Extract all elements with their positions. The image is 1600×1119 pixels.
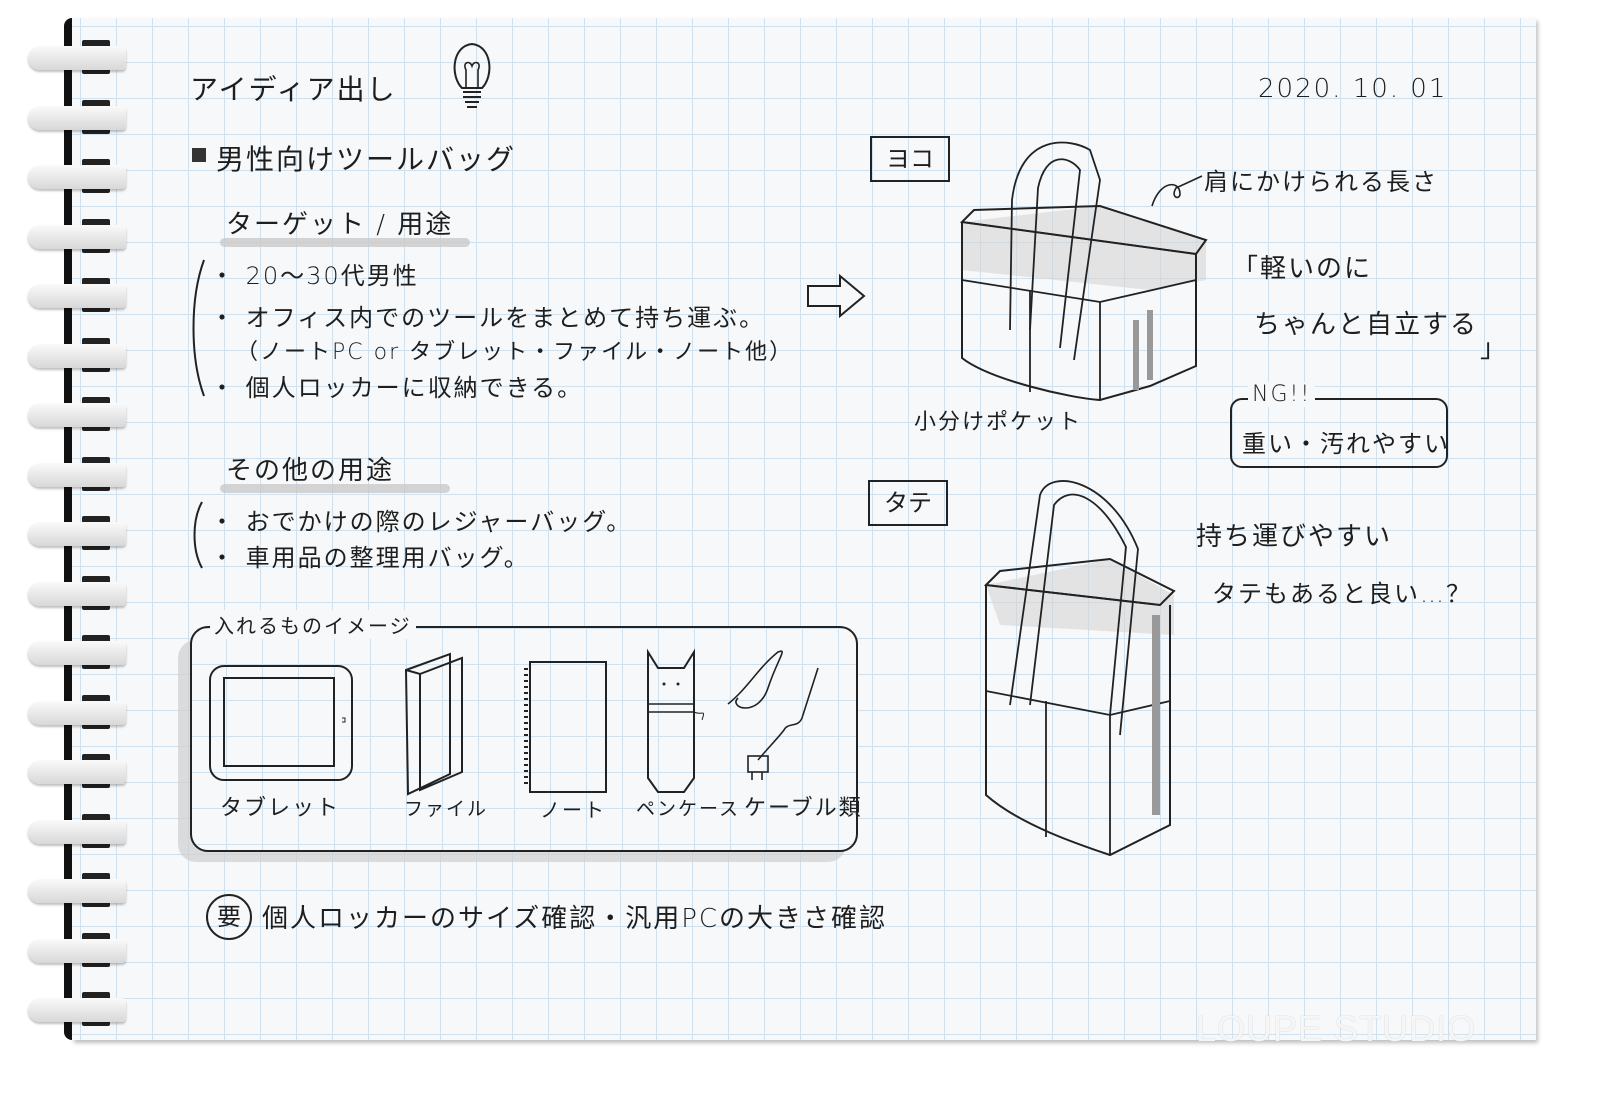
tablet-icon <box>209 665 353 781</box>
horizontal-bag-sketch <box>959 141 1208 402</box>
cable-icon <box>727 650 819 780</box>
date: 2020. 10. 01 <box>1258 74 1448 104</box>
binding-ring <box>28 165 126 189</box>
bracket <box>193 501 203 569</box>
binding-ring <box>28 700 126 725</box>
yoko-label: ヨコ <box>870 136 950 182</box>
bracket <box>192 259 205 397</box>
binding-ring <box>28 522 126 546</box>
lightbulb-icon <box>453 42 491 108</box>
item-label: ファイル <box>404 798 489 820</box>
item-label: ケーブル類 <box>744 796 863 821</box>
main-heading: 男性向けツールバッグ <box>216 143 517 176</box>
arrow-right-icon <box>807 273 866 319</box>
watermark: LOUPE STUDIO <box>1196 1008 1477 1049</box>
pen-case-icon <box>647 648 705 793</box>
list-item: （ノートPC or タブレット・ファイル・ノート他） <box>236 340 794 365</box>
notebook-icon <box>524 661 607 793</box>
target-section-title: ターゲット / 用途 <box>226 210 454 240</box>
tate-note: 持ち運びやすい <box>1196 522 1393 552</box>
strap-note: 肩にかけられる長さ <box>1204 168 1438 196</box>
tate-note: タテもあると良い…？ <box>1212 580 1472 608</box>
item-label: ノート <box>540 798 606 822</box>
items-box-title: 入れるものイメージ <box>210 610 416 639</box>
other-section-title: その他の用途 <box>226 456 395 486</box>
quote-line: 「軽いのに <box>1232 254 1373 284</box>
todo-text: 個人ロッカーのサイズ確認・汎用PCの大きさ確認 <box>262 904 888 934</box>
list-item: ・ 個人ロッカーに収納できる。 <box>210 374 584 402</box>
ng-title: NG!! <box>1248 382 1316 407</box>
binding-ring <box>28 938 126 963</box>
quote-close: 」 <box>1480 334 1509 364</box>
pocket-note: 小分けポケット <box>914 410 1083 435</box>
binding-ring <box>28 343 126 368</box>
list-item: ・ 20〜30代男性 <box>210 262 419 290</box>
tate-label: タテ <box>868 480 948 526</box>
binding-ring <box>28 581 126 606</box>
page-title: アイディア出し <box>190 73 397 106</box>
binding-ring <box>28 224 126 249</box>
list-item: ・ 車用品の整理用バッグ。 <box>210 544 530 572</box>
binding-ring <box>28 403 126 427</box>
marker-highlight <box>220 238 470 247</box>
binding-ring <box>28 879 126 903</box>
notebook-page <box>72 18 1536 1040</box>
binding-ring <box>28 819 126 844</box>
ng-text: 重い・汚れやすい <box>1242 430 1450 458</box>
ng-box <box>1230 398 1448 468</box>
quote-line: ちゃんと自立する <box>1254 310 1479 340</box>
binding-ring <box>28 105 126 130</box>
binding-ring <box>28 641 126 665</box>
annotation-line <box>1151 175 1203 207</box>
binding-ring <box>28 462 126 487</box>
vertical-bag-sketch <box>983 480 1176 857</box>
binding-ring <box>28 760 126 784</box>
item-label: ペンケース <box>636 798 741 820</box>
binding-ring <box>28 46 126 70</box>
item-label: タブレット <box>220 796 341 821</box>
todo-mark: 要 <box>206 894 252 940</box>
marker-highlight <box>220 484 450 493</box>
binding-ring <box>28 998 126 1022</box>
list-item: ・ オフィス内でのツールをまとめて持ち運ぶ。 <box>210 304 766 332</box>
bullet-square-icon <box>192 148 206 162</box>
binding-ring <box>28 284 126 308</box>
file-icon <box>404 652 463 796</box>
list-item: ・ おでかけの際のレジャーバッグ。 <box>210 508 633 536</box>
